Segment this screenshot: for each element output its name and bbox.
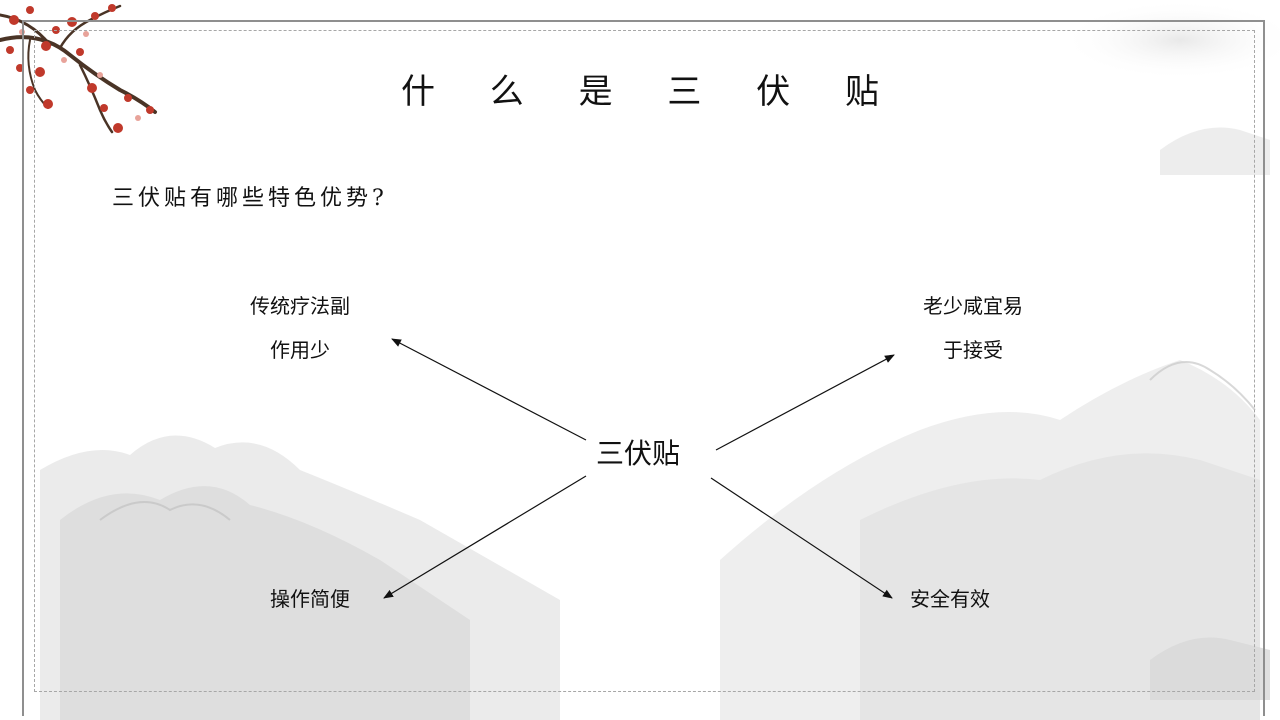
node-top-left: 传统疗法副 作用少 bbox=[230, 284, 370, 372]
node-top-right: 老少咸宜易 于接受 bbox=[903, 284, 1043, 372]
mountain-bottom-right bbox=[1150, 637, 1270, 700]
node-top-left-line-1: 传统疗法副 bbox=[250, 294, 350, 318]
node-top-right-line-1: 老少咸宜易 bbox=[923, 294, 1023, 318]
question-text: 三伏贴有哪些特色优势? bbox=[112, 186, 388, 211]
node-bottom-right: 安全有效 bbox=[910, 587, 990, 611]
outer-frame bbox=[22, 20, 1265, 716]
center-node-label: 三伏贴 bbox=[596, 437, 681, 470]
node-top-left-line-2: 作用少 bbox=[270, 338, 330, 362]
mountain-left bbox=[40, 435, 560, 720]
node-top-right-line-2: 于接受 bbox=[943, 338, 1003, 362]
node-bottom-left: 操作简便 bbox=[270, 587, 350, 611]
inner-dashed-frame bbox=[34, 30, 1255, 692]
slide-title: 什 么 是 三 伏 贴 bbox=[400, 72, 902, 112]
